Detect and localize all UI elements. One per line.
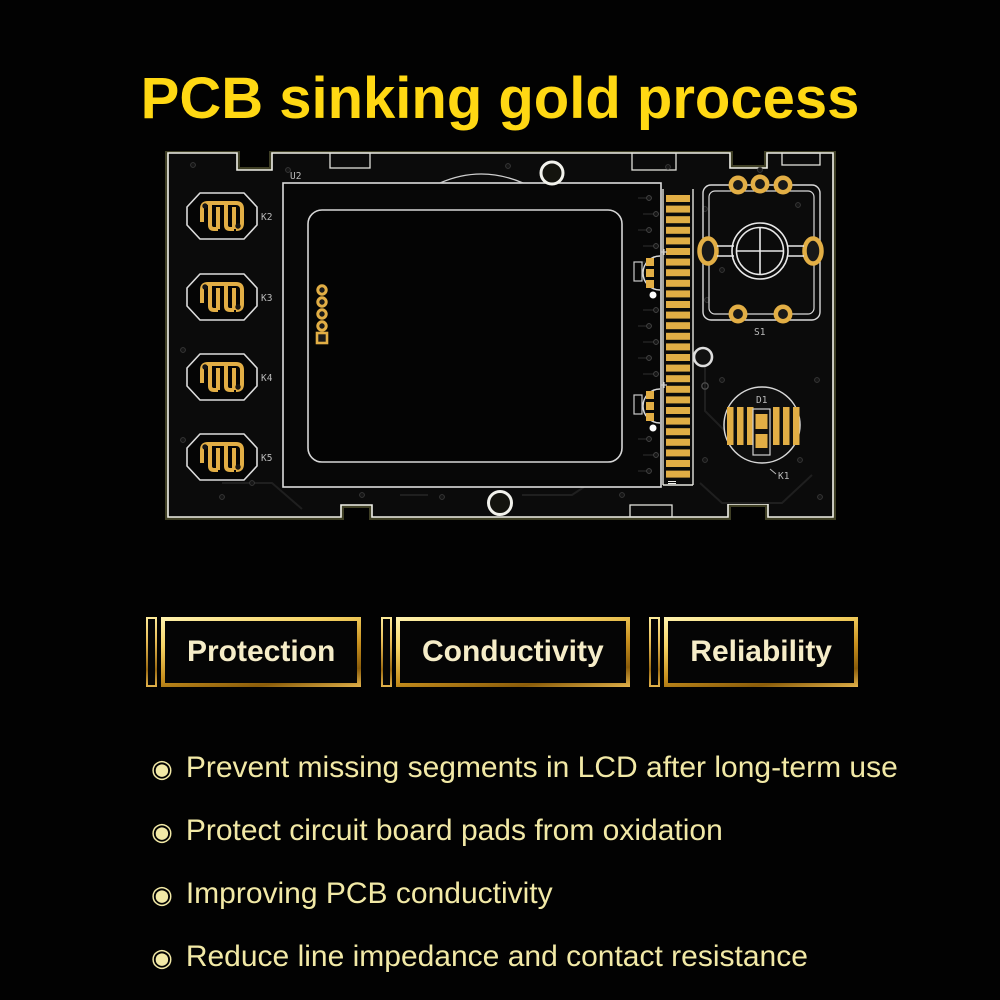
- feature-text: Improving PCB conductivity: [185, 877, 553, 910]
- bullseye-bullet-icon: ◉: [151, 942, 173, 972]
- pcb-label-k5: K5: [261, 453, 272, 464]
- badge-reliability: Reliability: [649, 617, 858, 687]
- badge-label: Reliability: [690, 635, 832, 668]
- badge-label: Protection: [187, 635, 336, 668]
- bullseye-bullet-icon: ◉: [151, 816, 173, 846]
- badge-frame: Reliability: [664, 617, 858, 687]
- key-pad-k3: [187, 274, 257, 320]
- badge-left-bar: [380, 617, 392, 687]
- badge-conductivity: Conductivity: [380, 617, 630, 687]
- connector-fingers: [662, 189, 694, 486]
- switch-s1: [697, 174, 824, 324]
- pcb-label-d1: D1: [756, 395, 768, 406]
- badge-left-bar: [146, 617, 157, 687]
- lcd-window-outline: [307, 209, 623, 463]
- bullseye-bullet-icon: ◉: [151, 879, 173, 909]
- feature-item: ◉ Reduce line impedance and contact resi…: [151, 939, 961, 975]
- white-dot-top: [649, 291, 657, 299]
- feature-item: ◉ Improving PCB conductivity: [151, 876, 961, 912]
- ring-hole-middle: [692, 346, 714, 368]
- pcb-svg: U2 K2 K3 K4 K5 S1 D1 K1: [165, 151, 836, 520]
- pcb-label-k2: K2: [261, 212, 272, 223]
- badge-frame: Protection: [161, 617, 362, 687]
- bullseye-bullet-icon: ◉: [151, 753, 173, 783]
- feature-text: Prevent missing segments in LCD after lo…: [185, 751, 898, 784]
- module-top-dome: [439, 173, 524, 184]
- badge-row: Protection Conductivity Reliability: [146, 617, 858, 687]
- feature-item: ◉ Prevent missing segments in LCD after …: [151, 750, 961, 786]
- feature-item: ◉ Protect circuit board pads from oxidat…: [151, 813, 961, 849]
- white-dot-bottom: [649, 424, 657, 432]
- page-title: PCB sinking gold process: [140, 65, 860, 131]
- mounting-hole-bottom: [487, 490, 513, 516]
- pcb-label-k4: K4: [261, 373, 273, 384]
- pcb-label-k1: K1: [778, 471, 790, 482]
- diode-d1-pads: [723, 386, 801, 475]
- edge-tabs: [329, 152, 821, 518]
- badge-label: Conductivity: [421, 635, 604, 668]
- pcb-label-k3: K3: [261, 293, 272, 304]
- feature-list: ◉ Prevent missing segments in LCD after …: [151, 750, 961, 1000]
- feature-text: Reduce line impedance and contact resist…: [185, 940, 808, 973]
- badge-frame: Conductivity: [395, 617, 630, 687]
- badge-protection: Protection: [146, 617, 362, 687]
- badge-left-bar: [649, 617, 661, 687]
- mounting-hole-top: [539, 160, 565, 186]
- key-pad-k5: [187, 434, 257, 480]
- pcb-figure: U2 K2 K3 K4 K5 S1 D1 K1: [160, 151, 860, 523]
- pcb-label-s1: S1: [754, 327, 766, 338]
- gold-test-points: [315, 284, 329, 345]
- feature-text: Protect circuit board pads from oxidatio…: [185, 814, 723, 847]
- key-pad-k2: [187, 193, 257, 239]
- key-pad-k4: [187, 354, 257, 400]
- pcb-label-u2: U2: [290, 171, 301, 182]
